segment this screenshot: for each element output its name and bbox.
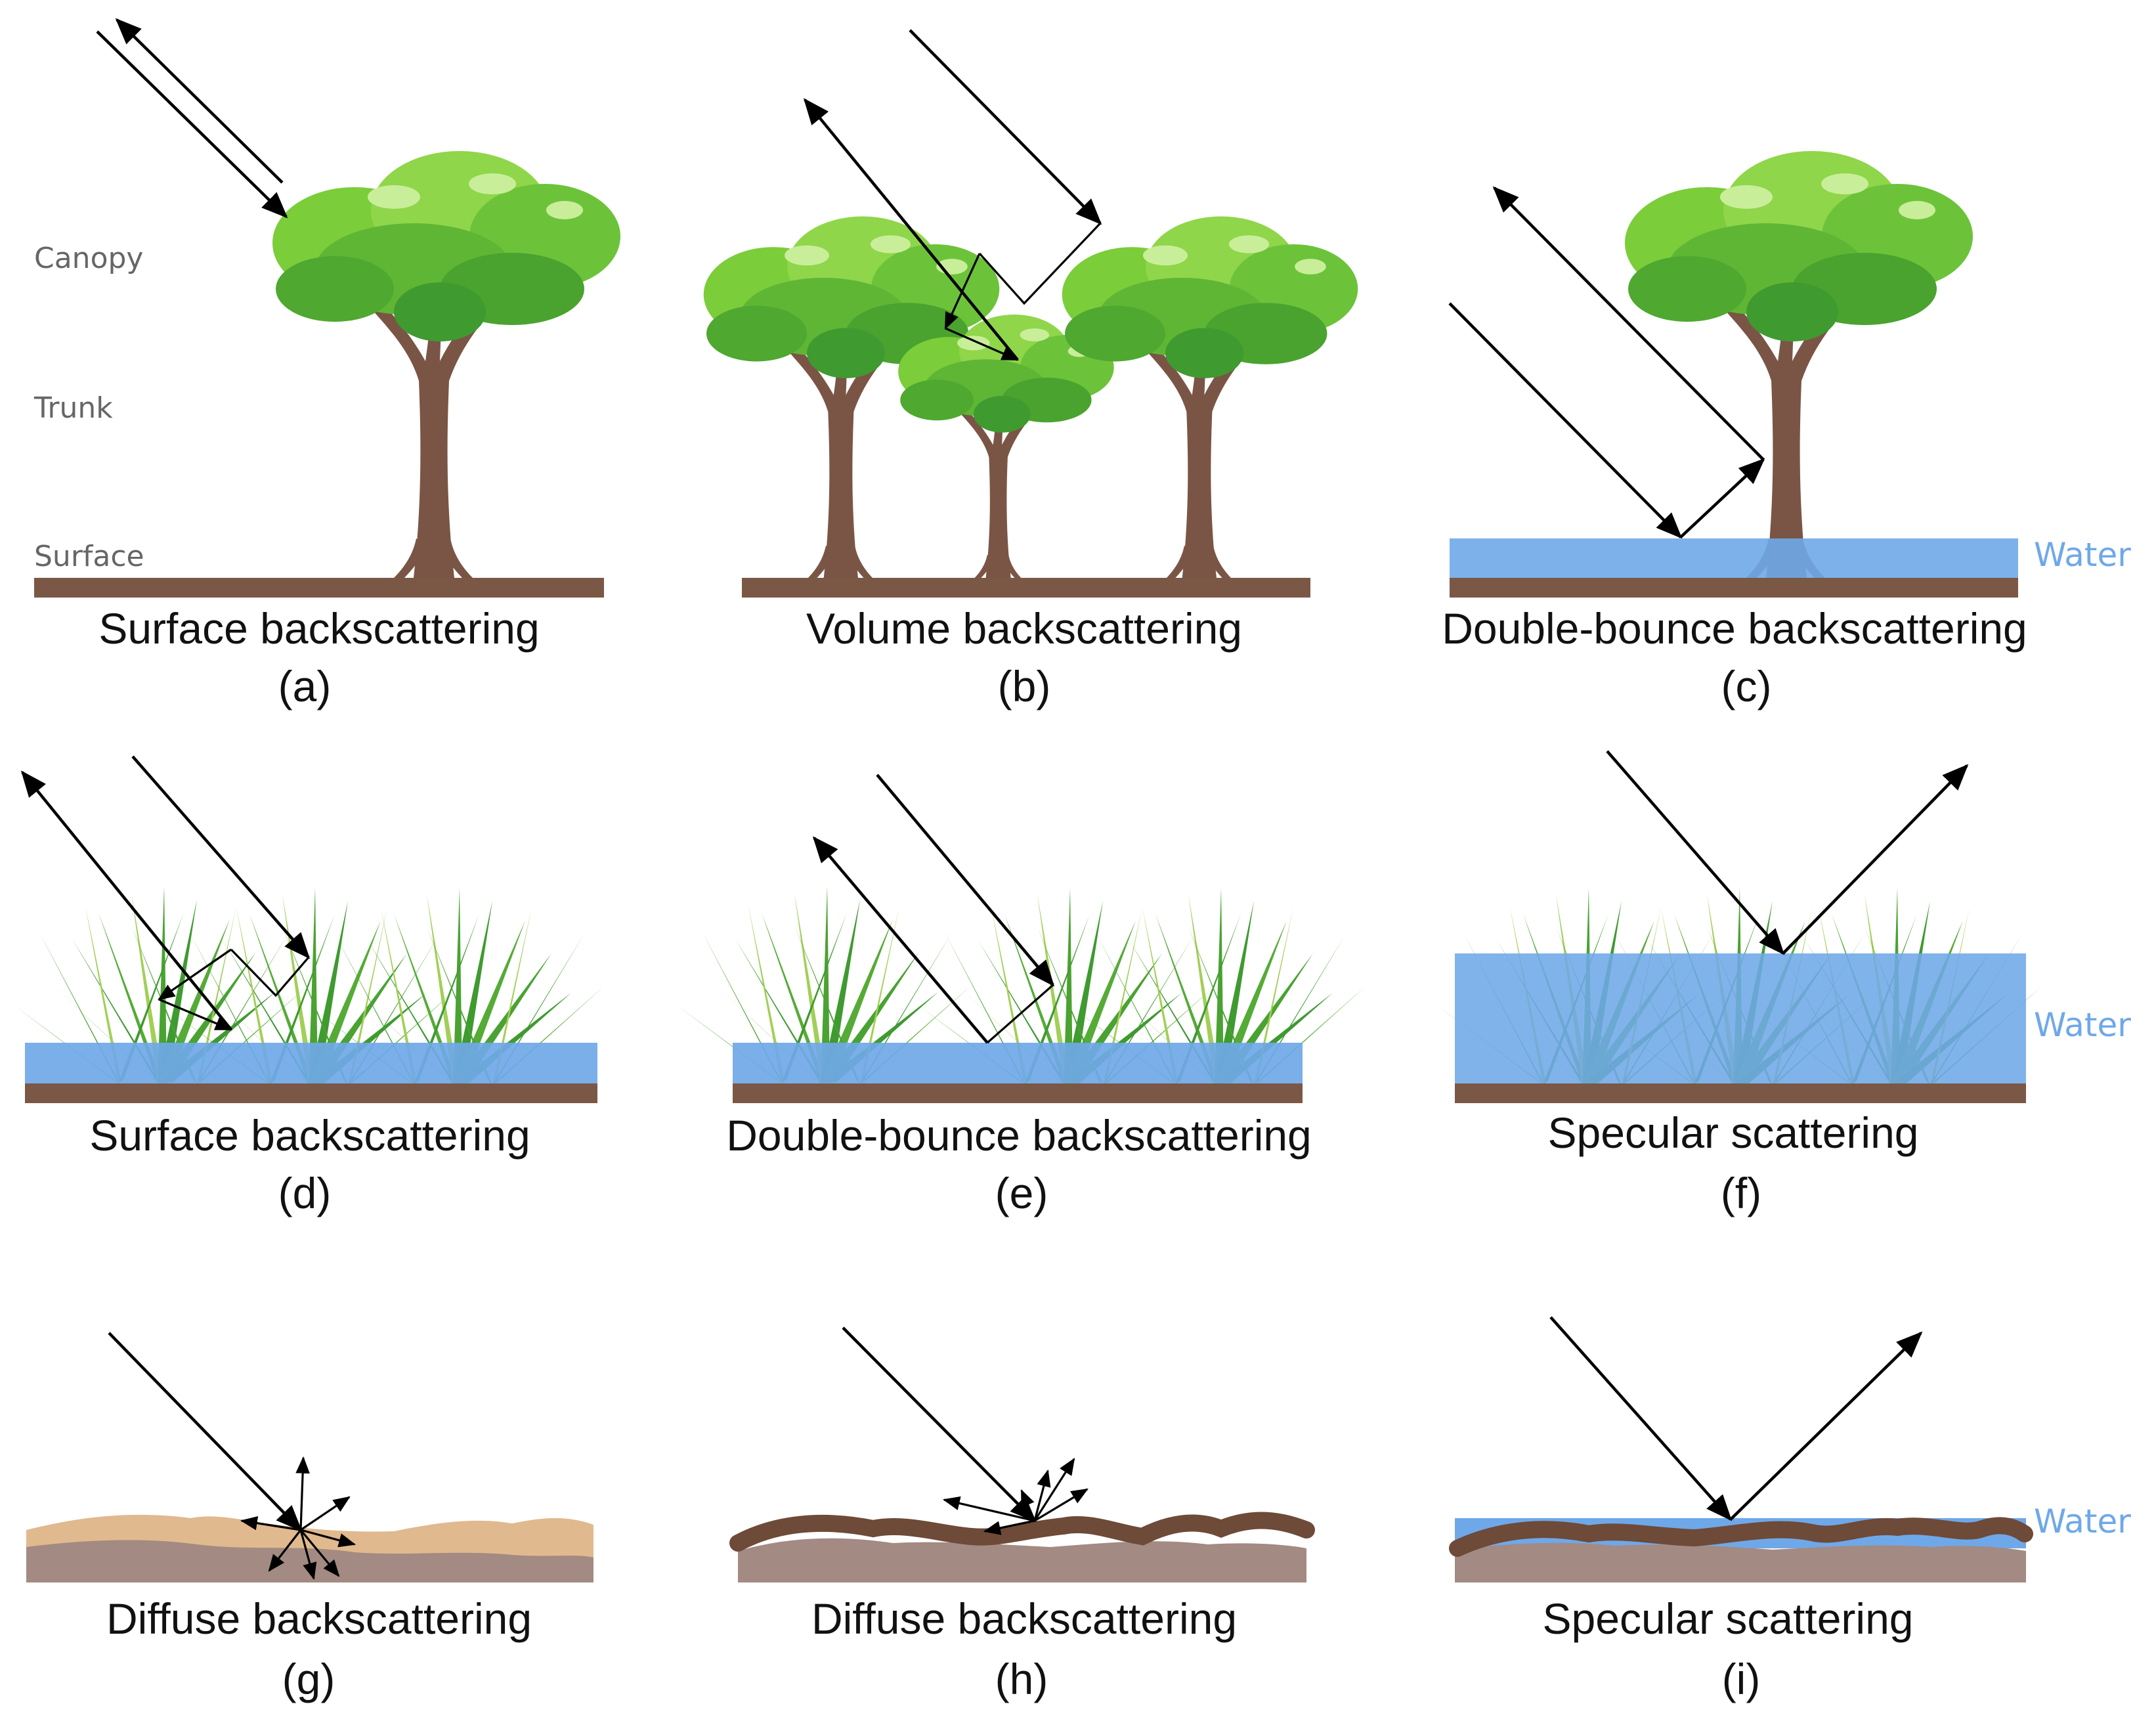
incident-ray [1606,750,1785,955]
soil-top [729,1512,1315,1552]
incident-ray [96,30,288,219]
panel-h: Diffuse backscattering (h) [729,1326,1315,1703]
canopy-scatter-path [230,948,310,997]
incident-ray [1549,1316,1733,1521]
panel-d-caption: Surface backscattering [89,1111,530,1160]
incident-ray [131,755,311,959]
soil-body [738,1538,1306,1582]
water-label: Water [2034,1006,2131,1044]
panel-c-caption: Double-bounce backscattering [1442,604,2027,653]
backscatter-ray [812,836,989,1044]
internal-ray [158,948,232,1001]
panel-a-caption: Surface backscattering [98,604,539,653]
specular-ray [1729,1331,1923,1521]
panel-f-letter: (f) [1721,1169,1761,1217]
incident-ray [909,29,1102,225]
soil-body [1455,1542,2026,1582]
incident-ray [842,1326,1037,1523]
internal-ray [158,998,232,1031]
volume-scatter-path [978,222,1102,305]
bounce-ray [986,984,1054,1044]
panel-b-letter: (b) [998,662,1051,710]
water-layer [733,1043,1303,1083]
panel-i: Water Specular scattering (i) [1449,1316,2131,1703]
incident-ray [1448,302,1683,539]
diffuse-ray [268,1529,302,1572]
panel-h-caption: Diffuse backscattering [811,1594,1237,1643]
water-layer [25,1043,597,1083]
canopy-layer-label: Canopy [34,242,143,275]
diffuse-ray [300,1529,356,1548]
soil-ground [1450,578,2018,598]
panel-c: Water Double-bounce backscattering (c) [1442,151,2131,710]
incident-ray [876,774,1055,987]
surface-layer-label: Surface [34,540,144,573]
panel-h-letter: (h) [995,1655,1048,1703]
soil-ground [733,1083,1303,1103]
panel-a: Canopy Trunk Surface Surface backscatter… [33,18,620,710]
diffuse-ray [1034,1488,1089,1522]
panel-e-letter: (e) [995,1169,1048,1217]
diffuse-ray [240,1516,301,1531]
water-label: Water [2034,1502,2131,1540]
specular-ray [1782,764,1969,955]
diffuse-ray [1020,1489,1036,1521]
trunk-layer-label: Trunk [33,391,113,425]
backscatter-ray [803,98,1019,361]
backscatter-ray [1492,186,1765,461]
soil-ground [25,1083,597,1103]
panel-f: Water Specular scattering (f) [1438,750,2131,1217]
panel-b: Volume backscattering (b) [703,29,1358,710]
panel-a-letter: (a) [278,662,332,710]
soil-top [1449,1517,2033,1557]
diffuse-ray [983,1519,1035,1535]
diffuse-ray [299,1529,340,1577]
soil-ground [1455,1083,2026,1103]
backscatter-ray [20,770,232,1031]
panel-c-letter: (c) [1721,662,1772,710]
internal-ray [945,327,1019,361]
tree [272,151,620,578]
panel-f-caption: Specular scattering [1548,1108,1919,1157]
incident-ray [108,1332,303,1532]
panel-g-caption: Diffuse backscattering [106,1594,532,1643]
panel-g-letter: (g) [282,1655,335,1703]
tree [1625,151,1973,578]
diffuse-ray [299,1529,317,1581]
panel-e: Double-bounce backscattering (e) [676,774,1366,1217]
water-layer [1455,953,2026,1083]
panel-d: Surface backscattering (d) [13,755,604,1217]
panel-b-caption: Volume backscattering [806,604,1242,653]
panel-i-letter: (i) [1722,1655,1761,1703]
diffuse-ray [1033,1458,1075,1521]
tree-right [1062,216,1358,579]
diffuse-ray [300,1496,351,1531]
panel-d-letter: (d) [278,1169,332,1217]
panel-e-caption: Double-bounce backscattering [726,1111,1312,1160]
panel-g: Diffuse backscattering (g) [26,1332,593,1703]
water-layer [1450,538,2018,579]
soil-ground [34,578,604,598]
bounce-ray [1679,458,1765,538]
water-label: Water [2034,536,2131,574]
backscatter-ray [115,18,284,184]
panel-i-caption: Specular scattering [1543,1594,1914,1643]
diffuse-ray [1033,1469,1051,1521]
soil-ground [742,578,1310,598]
diffuse-ray [942,1496,1035,1522]
diffuse-ray [295,1456,310,1531]
